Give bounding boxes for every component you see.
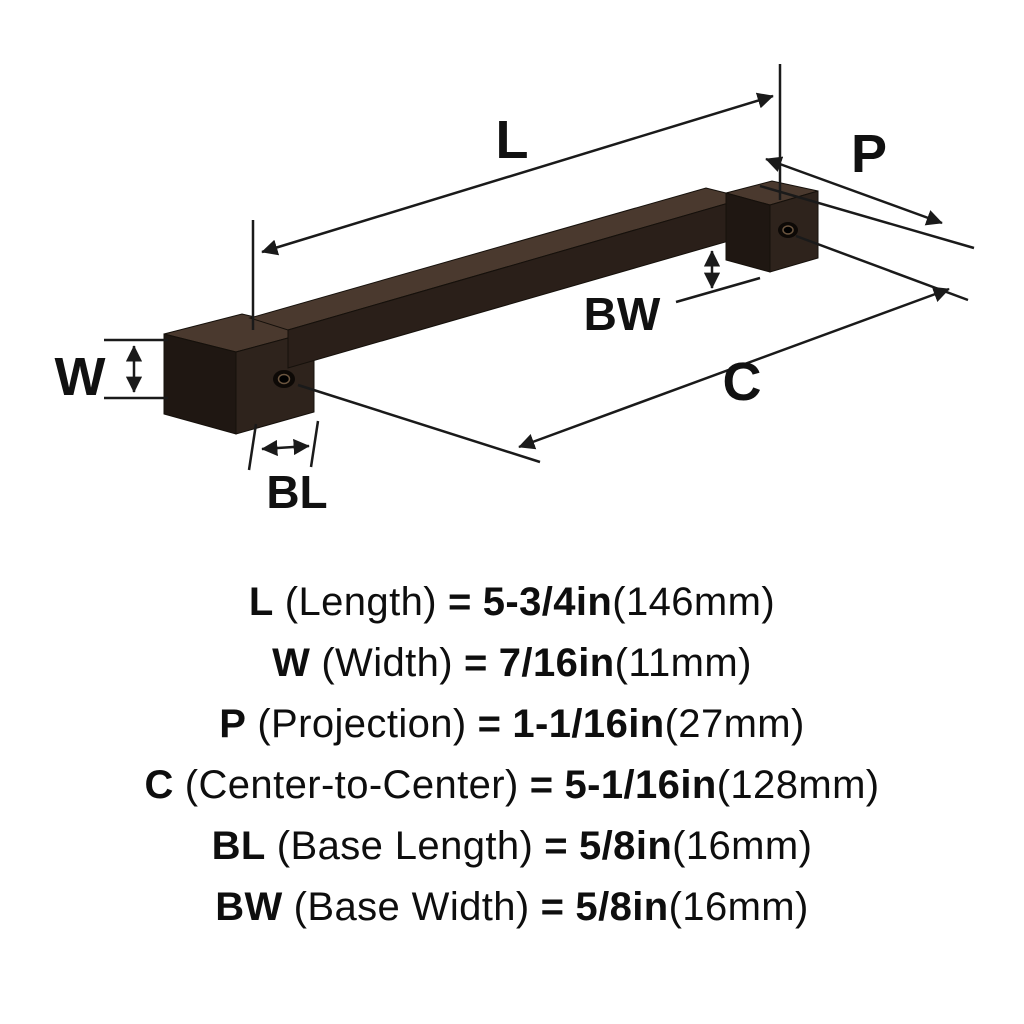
- spec-value: 5/8in: [575, 885, 669, 929]
- spec-metric: (11mm): [614, 641, 752, 685]
- spec-metric: (128mm): [716, 763, 880, 807]
- dim-width: W: [55, 338, 168, 407]
- spec-equals: =: [447, 580, 472, 624]
- spec-row-length: L(Length)=5-3/4in(146mm): [249, 576, 775, 628]
- center-arrow: [518, 286, 950, 450]
- length-arrow: [261, 92, 774, 256]
- spec-row-width: W(Width)=7/16in(11mm): [272, 637, 752, 689]
- label-length: L: [496, 110, 529, 170]
- dim-base-length: BL: [247, 420, 328, 518]
- projection-arrow: [765, 156, 943, 226]
- spec-key: BW: [215, 885, 283, 929]
- spec-key: C: [144, 763, 174, 807]
- dim-length: L: [251, 64, 782, 330]
- spec-name: (Base Width): [293, 885, 530, 929]
- spec-value: 1-1/16in: [512, 702, 665, 746]
- spec-value: 5/8in: [579, 824, 673, 868]
- pull-handle-drawing: [163, 180, 819, 435]
- base-width-tick-bottom: [675, 276, 761, 304]
- left-base-side-face: [163, 333, 237, 435]
- spec-metric: (27mm): [664, 702, 805, 746]
- right-screw-hole-inner: [782, 225, 794, 235]
- spec-value: 5-3/4in: [482, 580, 613, 624]
- spec-metric: (16mm): [668, 885, 809, 929]
- label-base-width: BW: [584, 288, 661, 340]
- label-center-to-center: C: [723, 352, 762, 412]
- center-extension-left: [297, 383, 541, 464]
- spec-row-center-to-center: C(Center-to-Center)=5-1/16in(128mm): [144, 759, 879, 811]
- spec-key: W: [272, 641, 311, 685]
- spec-equals: =: [529, 763, 554, 807]
- handle-bar-top-face: [248, 187, 748, 331]
- spec-equals: =: [464, 641, 488, 685]
- spec-equals: =: [544, 824, 569, 868]
- left-screw-hole-inner: [277, 373, 291, 385]
- spec-row-projection: P(Projection)=1-1/16in(27mm): [219, 698, 805, 750]
- spec-equals: =: [477, 702, 502, 746]
- spec-equals: =: [540, 885, 565, 929]
- spec-row-base-width: BW(Base Width)=5/8in(16mm): [215, 881, 809, 933]
- spec-name: (Center-to-Center): [184, 763, 519, 807]
- spec-name: (Base Length): [276, 824, 534, 868]
- spec-key: P: [219, 702, 247, 746]
- spec-key: L: [248, 580, 274, 624]
- label-base-length: BL: [266, 466, 327, 518]
- left-screw-hole: [273, 370, 295, 388]
- spec-row-base-length: BL(Base Length)=5/8in(16mm): [212, 820, 813, 872]
- spec-value: 5-1/16in: [564, 763, 717, 807]
- dim-center-to-center: C: [297, 234, 969, 464]
- spec-name: (Length): [284, 580, 437, 624]
- right-base-side-face: [725, 192, 771, 273]
- spec-name: (Projection): [257, 702, 467, 746]
- base-length-tick-left: [247, 423, 258, 471]
- base-length-arrow: [261, 438, 310, 457]
- dim-projection: P: [759, 124, 975, 250]
- spec-list: L(Length)=5-3/4in(146mm) W(Width)=7/16in…: [144, 576, 879, 933]
- right-screw-hole: [778, 222, 798, 238]
- spec-metric: (16mm): [672, 824, 813, 868]
- spec-value: 7/16in: [498, 641, 615, 685]
- base-length-tick-right: [309, 420, 320, 468]
- spec-metric: (146mm): [612, 580, 776, 624]
- label-width: W: [55, 347, 106, 407]
- spec-name: (Width): [321, 641, 454, 685]
- spec-key: BL: [211, 824, 266, 868]
- dimension-diagram: L P W BW C: [55, 64, 975, 518]
- label-projection: P: [851, 124, 887, 184]
